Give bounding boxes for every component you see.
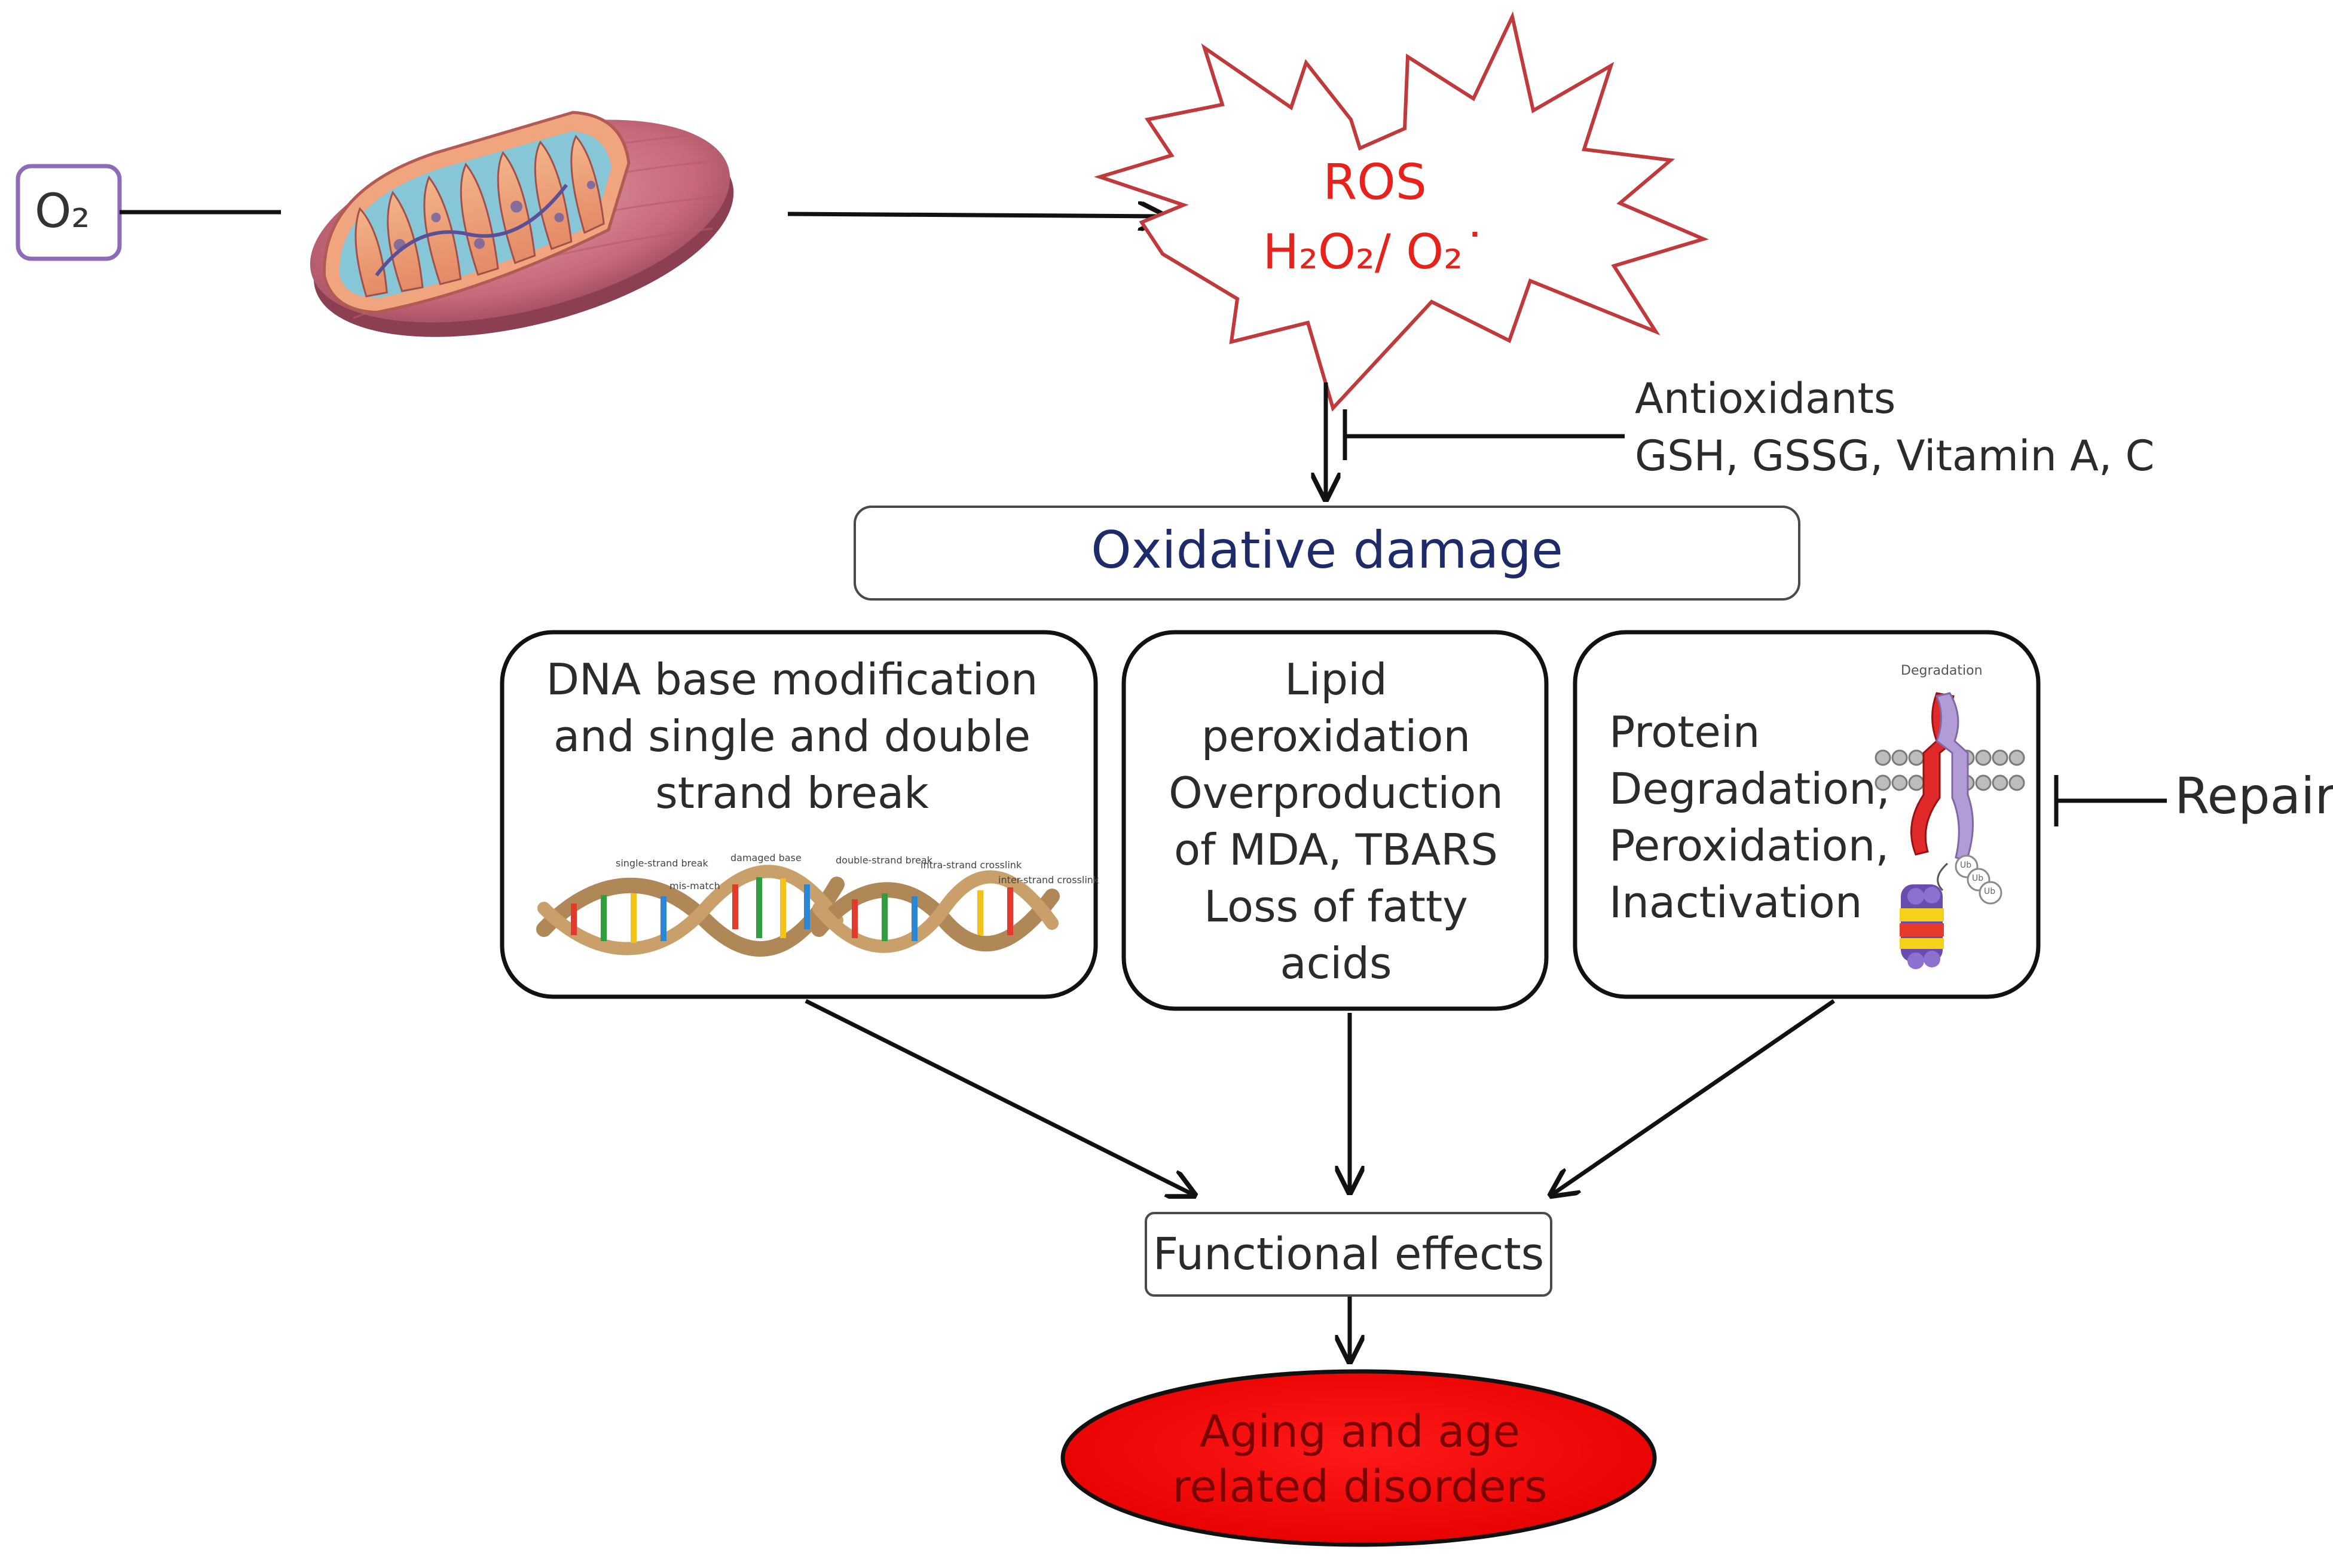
ros-species: H₂O₂/ O₂˙ bbox=[1262, 224, 1487, 280]
dna-label-damaged-base: damaged base bbox=[730, 852, 802, 863]
oxidative-damage-box bbox=[854, 506, 1800, 601]
protein-line-2: Degradation, bbox=[1609, 764, 1890, 814]
lipid-line-1: Lipid bbox=[1285, 654, 1387, 705]
ub-label-1: Ub bbox=[1960, 860, 1972, 870]
functional-effects-box bbox=[1145, 1212, 1552, 1297]
lipid-line-5: Loss of fatty bbox=[1204, 881, 1468, 932]
arrow-dna-to-effects bbox=[805, 999, 1194, 1195]
ros-title: ROS bbox=[1323, 154, 1427, 211]
dna-label-mismatch: mis-match bbox=[669, 880, 720, 892]
protein-line-3: Peroxidation, bbox=[1609, 820, 1889, 871]
lipid-line-4: of MDA, TBARS bbox=[1174, 825, 1498, 875]
protein-line-4: Inactivation bbox=[1609, 877, 1863, 927]
dna-label-single-strand: single-strand break bbox=[616, 858, 708, 869]
outcome-line-1: Aging and age bbox=[1199, 1406, 1521, 1457]
oxidative-damage-label: Oxidative damage bbox=[1091, 520, 1563, 580]
lipid-line-6: acids bbox=[1280, 938, 1392, 988]
antioxidants-list: GSH, GSSG, Vitamin A, C bbox=[1635, 431, 2155, 480]
antioxidants-title: Antioxidants bbox=[1635, 374, 1896, 423]
lipid-line-2: peroxidation bbox=[1201, 711, 1471, 761]
functional-effects-label: Functional effects bbox=[1152, 1229, 1545, 1280]
lipid-box-text: Lipid peroxidation Overproduction of MDA… bbox=[1130, 651, 1542, 992]
lipid-line-3: Overproduction bbox=[1169, 768, 1503, 818]
dna-line-2: and single and double bbox=[553, 711, 1031, 761]
lipid-box bbox=[1121, 630, 1549, 1011]
arrow-mito-to-ros bbox=[787, 214, 1164, 216]
mitochondrion-illustration bbox=[310, 111, 734, 337]
outcome-ellipse bbox=[1060, 1369, 1657, 1547]
protein-line-1: Protein bbox=[1609, 707, 1760, 757]
outcome-line-2: related disorders bbox=[1172, 1461, 1548, 1512]
dna-line-3: strand break bbox=[655, 768, 929, 818]
ros-starburst bbox=[1094, 11, 1709, 412]
dna-label-inter-strand: inter-strand crosslink bbox=[998, 874, 1099, 886]
ub-label-2: Ub bbox=[1972, 874, 1984, 883]
dna-label-intra-strand: intra-strand crosslink bbox=[921, 859, 1022, 871]
protein-degradation-illustration bbox=[1875, 692, 2025, 969]
dna-label-double-strand: double-strand break bbox=[836, 855, 932, 866]
protein-box-text: Protein Degradation, Peroxidation, Inact… bbox=[1609, 704, 1890, 931]
ub-label-3: Ub bbox=[1984, 887, 1996, 896]
dna-helix-illustration bbox=[536, 865, 1060, 957]
protein-illustration-label: Degradation bbox=[1901, 663, 1983, 678]
arrow-protein-to-effects bbox=[1551, 999, 1835, 1195]
dna-box-text: DNA base modification and single and dou… bbox=[514, 651, 1070, 822]
o2-label: O₂ bbox=[35, 185, 90, 238]
dna-line-1: DNA base modification bbox=[546, 654, 1038, 705]
repair-label: Repair bbox=[2175, 767, 2333, 825]
outcome-text: Aging and age related disorders bbox=[1094, 1404, 1626, 1514]
